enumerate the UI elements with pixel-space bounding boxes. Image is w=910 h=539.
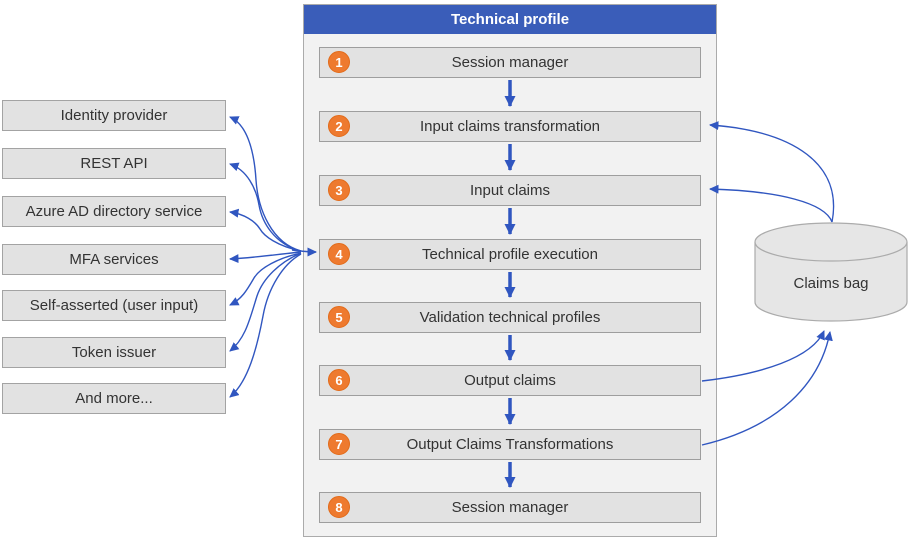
step-label: Input claims transformation	[419, 118, 601, 135]
arrow-to-mfa-services	[229, 251, 302, 264]
step-label: Technical profile execution	[422, 246, 598, 263]
step-number-badge: 8	[328, 496, 350, 518]
source-box-and-more: And more...	[2, 383, 226, 414]
arrow-to-rest-api	[229, 162, 302, 252]
arrow-output-claims-transformations-to-claimsbag	[701, 331, 833, 446]
arrow-to-token-issuer	[229, 252, 302, 352]
arrow-to-self-asserted	[229, 252, 302, 306]
source-box-identity-provider: Identity provider	[2, 100, 226, 131]
arrow-to-azure-ad-directory-service	[229, 208, 302, 252]
step-box-output-claims-transformations: 7 Output Claims Transformations	[319, 429, 701, 460]
source-box-rest-api: REST API	[2, 148, 226, 179]
arrow-claimsbag-to-input-claims	[709, 184, 833, 223]
source-box-mfa-services: MFA services	[2, 244, 226, 275]
source-label: Azure AD directory service	[25, 203, 203, 220]
source-label: Self-asserted (user input)	[29, 297, 199, 314]
step-label: Session manager	[451, 54, 569, 71]
step-box-input-claims-transformation: 2 Input claims transformation	[319, 111, 701, 142]
step-label: Validation technical profiles	[419, 309, 601, 326]
step-label: Output Claims Transformations	[406, 436, 614, 453]
claims-bag-cylinder: Claims bag	[754, 222, 908, 322]
source-label: Token issuer	[71, 344, 157, 361]
step-number-badge: 5	[328, 306, 350, 328]
arrow-to-identity-provider	[229, 116, 302, 252]
step-box-output-claims: 6 Output claims	[319, 365, 701, 396]
source-label: MFA services	[69, 251, 159, 268]
step-box-input-claims: 3 Input claims	[319, 175, 701, 206]
step-box-session-manager-1: 1 Session manager	[319, 47, 701, 78]
step-label: Input claims	[469, 182, 551, 199]
cylinder-top	[754, 222, 908, 262]
step-label: Output claims	[464, 372, 556, 389]
arrow-claimsbag-to-input-claims-transformation	[709, 121, 835, 223]
source-box-token-issuer: Token issuer	[2, 337, 226, 368]
step-box-session-manager-8: 8 Session manager	[319, 492, 701, 523]
step-number-badge: 2	[328, 115, 350, 137]
cylinder-body	[754, 242, 908, 322]
source-box-azure-ad-directory-service: Azure AD directory service	[2, 196, 226, 227]
claims-bag-label: Claims bag	[793, 275, 868, 292]
step-number-badge: 3	[328, 179, 350, 201]
panel-title: Technical profile	[304, 5, 716, 34]
source-label: And more...	[75, 390, 153, 407]
step-number-badge: 4	[328, 243, 350, 265]
step-number-badge: 7	[328, 433, 350, 455]
source-label: REST API	[80, 155, 148, 172]
step-box-technical-profile-execution: 4 Technical profile execution	[319, 239, 701, 270]
panel-title-text: Technical profile	[450, 11, 570, 28]
step-number-badge: 6	[328, 369, 350, 391]
step-box-validation-technical-profiles: 5 Validation technical profiles	[319, 302, 701, 333]
step-label: Session manager	[451, 499, 569, 516]
step-number-badge: 1	[328, 51, 350, 73]
source-box-self-asserted: Self-asserted (user input)	[2, 290, 226, 321]
arrow-output-claims-to-claimsbag	[701, 330, 825, 382]
source-label: Identity provider	[60, 107, 168, 124]
claims-bag-connector-arrows	[701, 121, 835, 446]
arrow-to-and-more	[229, 253, 302, 398]
